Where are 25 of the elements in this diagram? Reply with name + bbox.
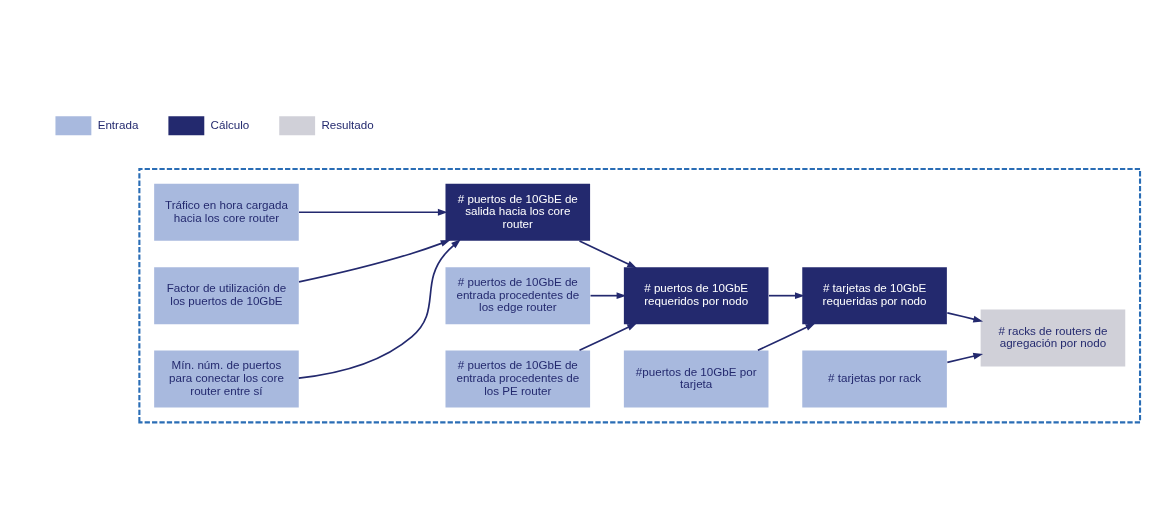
arrow xyxy=(578,239,637,268)
node-box: Factor de utilización de los puertos de 10GbE xyxy=(154,266,299,324)
node-box: # puertos de 10GbE de salida hacia los core router xyxy=(445,183,591,241)
arrow xyxy=(589,291,627,299)
node-box: Tráfico en hora cargada hacia los core router xyxy=(154,183,299,241)
node-box: # puertos de 10GbE de entrada procedentes de los edge router xyxy=(445,266,591,324)
arrow xyxy=(757,322,816,351)
node-box: # racks de routers de agregación por nodo xyxy=(980,308,1126,366)
arrow xyxy=(298,239,451,283)
cluster xyxy=(138,167,1142,423)
legend-label: Resultado xyxy=(321,117,374,131)
arrow xyxy=(768,291,805,299)
node-box: # puertos de 10GbE de entrada procedentes de los PE router xyxy=(445,350,591,408)
arrow xyxy=(297,238,461,379)
arrow xyxy=(946,352,984,363)
arrow xyxy=(298,208,448,216)
node-box: #puertos de 10GbE por tarjeta xyxy=(623,350,769,408)
node-box: # tarjetas por rack xyxy=(802,350,947,408)
arrow xyxy=(946,311,984,322)
legend-label: Cálculo xyxy=(210,117,250,131)
legend-label: Entrada xyxy=(97,117,139,131)
arrow xyxy=(578,322,637,351)
node-box: # puertos de 10GbE requeridos por nodo xyxy=(623,266,769,324)
node-box: Mín. núm. de puertos para conectar los core router entre sí xyxy=(154,350,299,408)
node-box: # tarjetas de 10GbE requeridas por nodo xyxy=(802,266,947,324)
